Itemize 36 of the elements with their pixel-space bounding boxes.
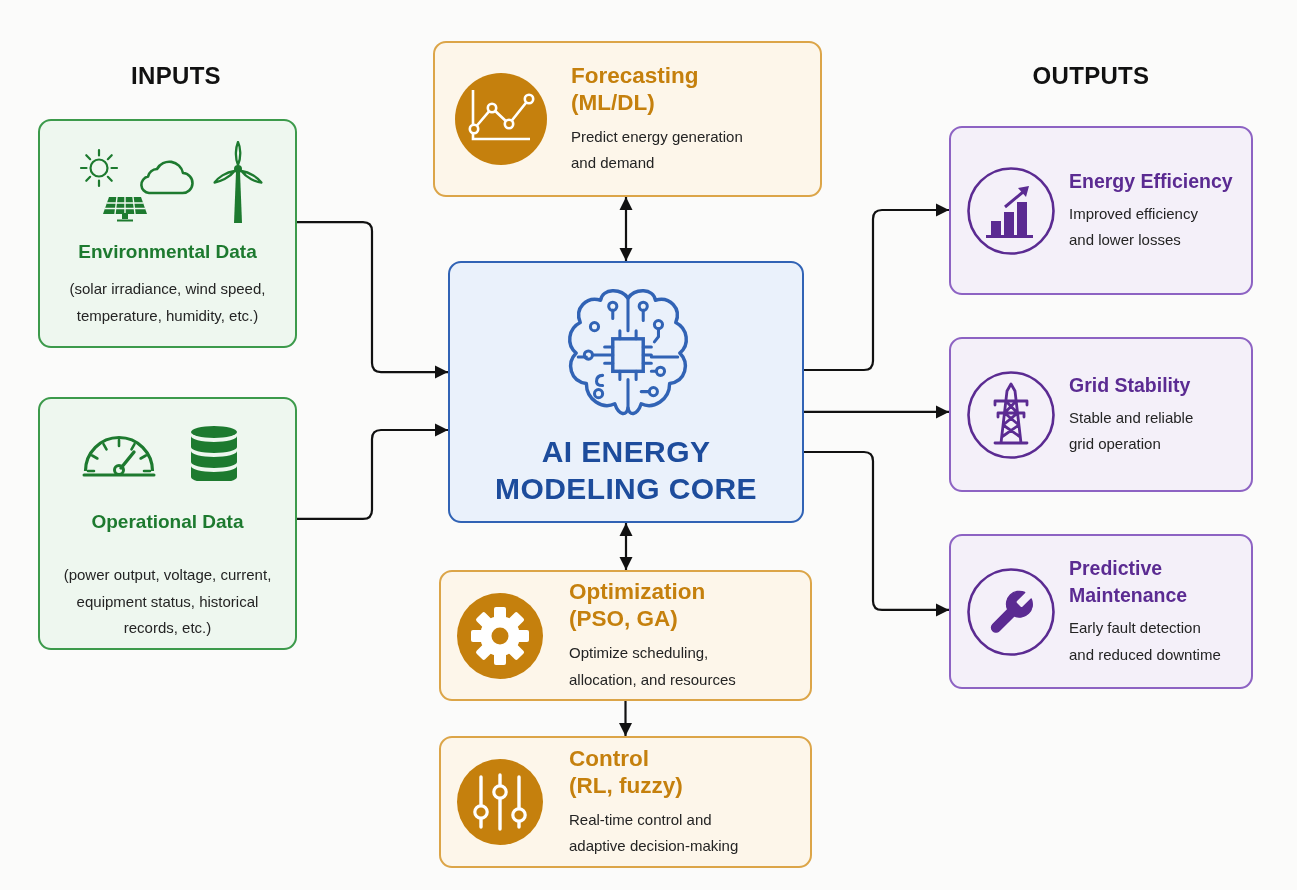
- arrow: [804, 203, 949, 372]
- data-source-card: [38, 119, 297, 348]
- card-title: Predictive Maintenance: [1069, 556, 1189, 608]
- core-module-box: [448, 261, 804, 523]
- card-description: Early fault detection and reduced downtime: [1069, 618, 1222, 665]
- column-heading: OUTPUTS: [1032, 61, 1150, 91]
- outcome-card: [949, 337, 1253, 492]
- card-title: Operational Data: [91, 510, 244, 534]
- outcome-card: [949, 534, 1253, 689]
- column-heading: INPUTS: [131, 61, 221, 91]
- arrow: [297, 220, 448, 379]
- method-card: [439, 736, 812, 868]
- card-title: Grid Stability: [1069, 372, 1191, 398]
- core-title: AI ENERGY MODELING CORE: [494, 434, 758, 507]
- data-source-card: [38, 397, 297, 650]
- card-description: Optimize scheduling, allocation, and resources: [569, 643, 737, 690]
- arrow: [297, 423, 448, 521]
- card-description: (solar irradiance, wind speed, temperature, humidity, etc.): [68, 279, 267, 326]
- card-title: Forecasting (ML/DL): [571, 61, 700, 116]
- card-title: Environmental Data: [78, 240, 257, 264]
- card-description: Real-time control and adaptive decision-making: [569, 809, 740, 856]
- double-arrow: [619, 523, 633, 570]
- double-arrow: [619, 197, 633, 261]
- outcome-card: [949, 126, 1253, 295]
- card-description: Predict energy generation and demand: [571, 126, 744, 173]
- card-description: (power output, voltage, current, equipment status, historical records, etc.): [62, 565, 273, 638]
- arrow: [804, 405, 949, 419]
- card-description: Stable and reliable grid operation: [1069, 407, 1195, 454]
- card-title: Energy Efficiency: [1069, 168, 1233, 194]
- card-description: Improved efficiency and lower losses: [1069, 203, 1199, 250]
- method-card: [439, 570, 812, 701]
- card-title: Optimization (PSO, GA): [569, 578, 707, 632]
- arrow: [804, 450, 949, 617]
- card-title: Control (RL, fuzzy): [569, 744, 684, 799]
- arrow: [618, 701, 633, 736]
- method-card: [433, 41, 822, 197]
